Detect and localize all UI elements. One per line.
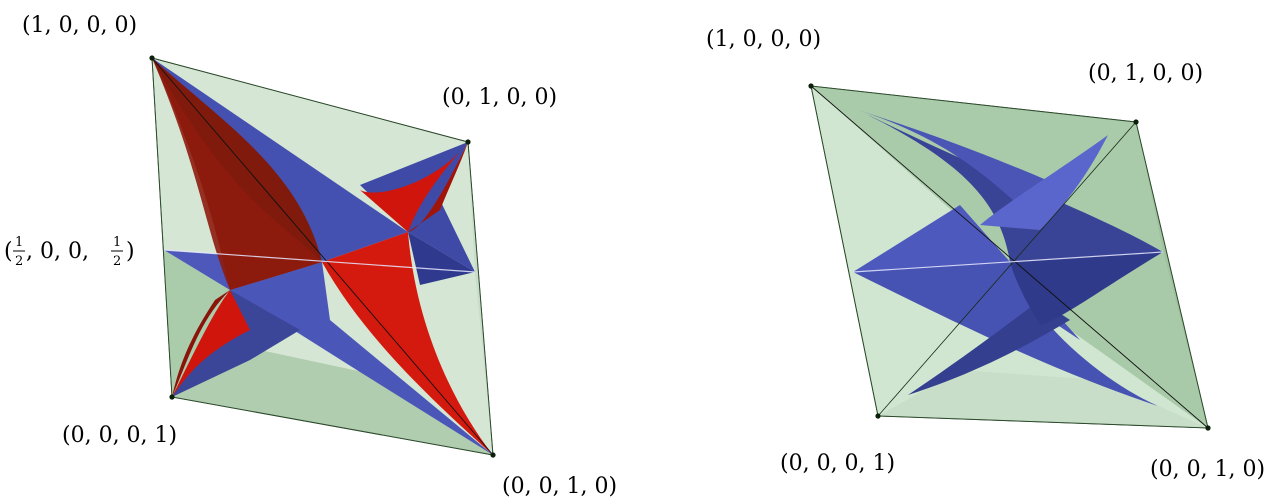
right-tetra-face-bottom [878, 370, 1208, 428]
right-blue-surface-upper-horn-front [858, 110, 1070, 215]
left-label-v0001: (0, 0, 0, 1) [62, 423, 177, 448]
right-label-v0100: (0, 1, 0, 0) [1088, 61, 1203, 86]
right-vertex-1000 [808, 83, 814, 89]
right-vertex-0100 [1133, 119, 1139, 125]
left-blue-surface-right-lower [408, 232, 475, 285]
midpoint-den1: 2 [15, 254, 23, 269]
left-red-surface-right-fin [360, 142, 468, 232]
left-label-v1000: (1, 0, 0, 0) [22, 13, 137, 38]
right-label-v1000: (1, 0, 0, 0) [706, 27, 821, 52]
midpoint-den2: 2 [113, 254, 121, 269]
right-vertex-0010 [1205, 425, 1211, 431]
midpoint-open-paren: ( [4, 239, 13, 264]
left-label-v0100: (0, 1, 0, 0) [442, 85, 557, 110]
left-tetrahedron-figure: (1, 0, 0, 0) (0, 1, 0, 0) (0, 0, 0, 1) (… [4, 13, 617, 499]
left-red-surface-upper-left-front [152, 58, 322, 290]
left-blue-surface-bottom-left [172, 290, 300, 397]
left-vertex-0001 [169, 394, 175, 400]
left-vertex-0010 [490, 452, 496, 458]
right-label-v0001: (0, 0, 0, 1) [780, 451, 895, 476]
left-tetra-face-bottom [172, 350, 493, 455]
right-edge-inner [877, 121, 1137, 417]
left-vertex-1000 [149, 55, 155, 61]
right-blue-surface-lower-horn [908, 300, 1070, 395]
right-blue-surface-right-wing [1010, 252, 1163, 325]
right-label-v0010: (0, 0, 1, 0) [1150, 457, 1265, 482]
right-blue-surface-center [853, 205, 1010, 272]
left-midline [163, 249, 476, 273]
midpoint-num2: 1 [113, 235, 121, 250]
right-vertex-0001 [875, 413, 881, 419]
right-edge-diagonal [810, 85, 1209, 429]
left-vertex-0100 [465, 139, 471, 145]
left-label-v0010: (0, 0, 1, 0) [502, 474, 617, 499]
midpoint-num1: 1 [15, 235, 23, 250]
left-blue-surface-lower [230, 262, 493, 455]
left-red-surface-lower-center [322, 232, 493, 455]
left-edge-diagonal [151, 57, 494, 456]
left-label-midpoint: ( 1 2 , 0, 0, 1 2 ) [4, 235, 135, 269]
midpoint-middle: , 0, 0, [26, 239, 89, 264]
left-blue-surface-upper [152, 58, 408, 262]
left-red-surface-lower-left [172, 290, 250, 397]
midpoint-close-paren: ) [126, 239, 135, 264]
right-blue-surface-right-horn [980, 135, 1108, 230]
right-midline [852, 251, 1164, 273]
right-tetrahedron-figure: (1, 0, 0, 0) (0, 1, 0, 0) (0, 0, 0, 1) (… [706, 27, 1265, 482]
